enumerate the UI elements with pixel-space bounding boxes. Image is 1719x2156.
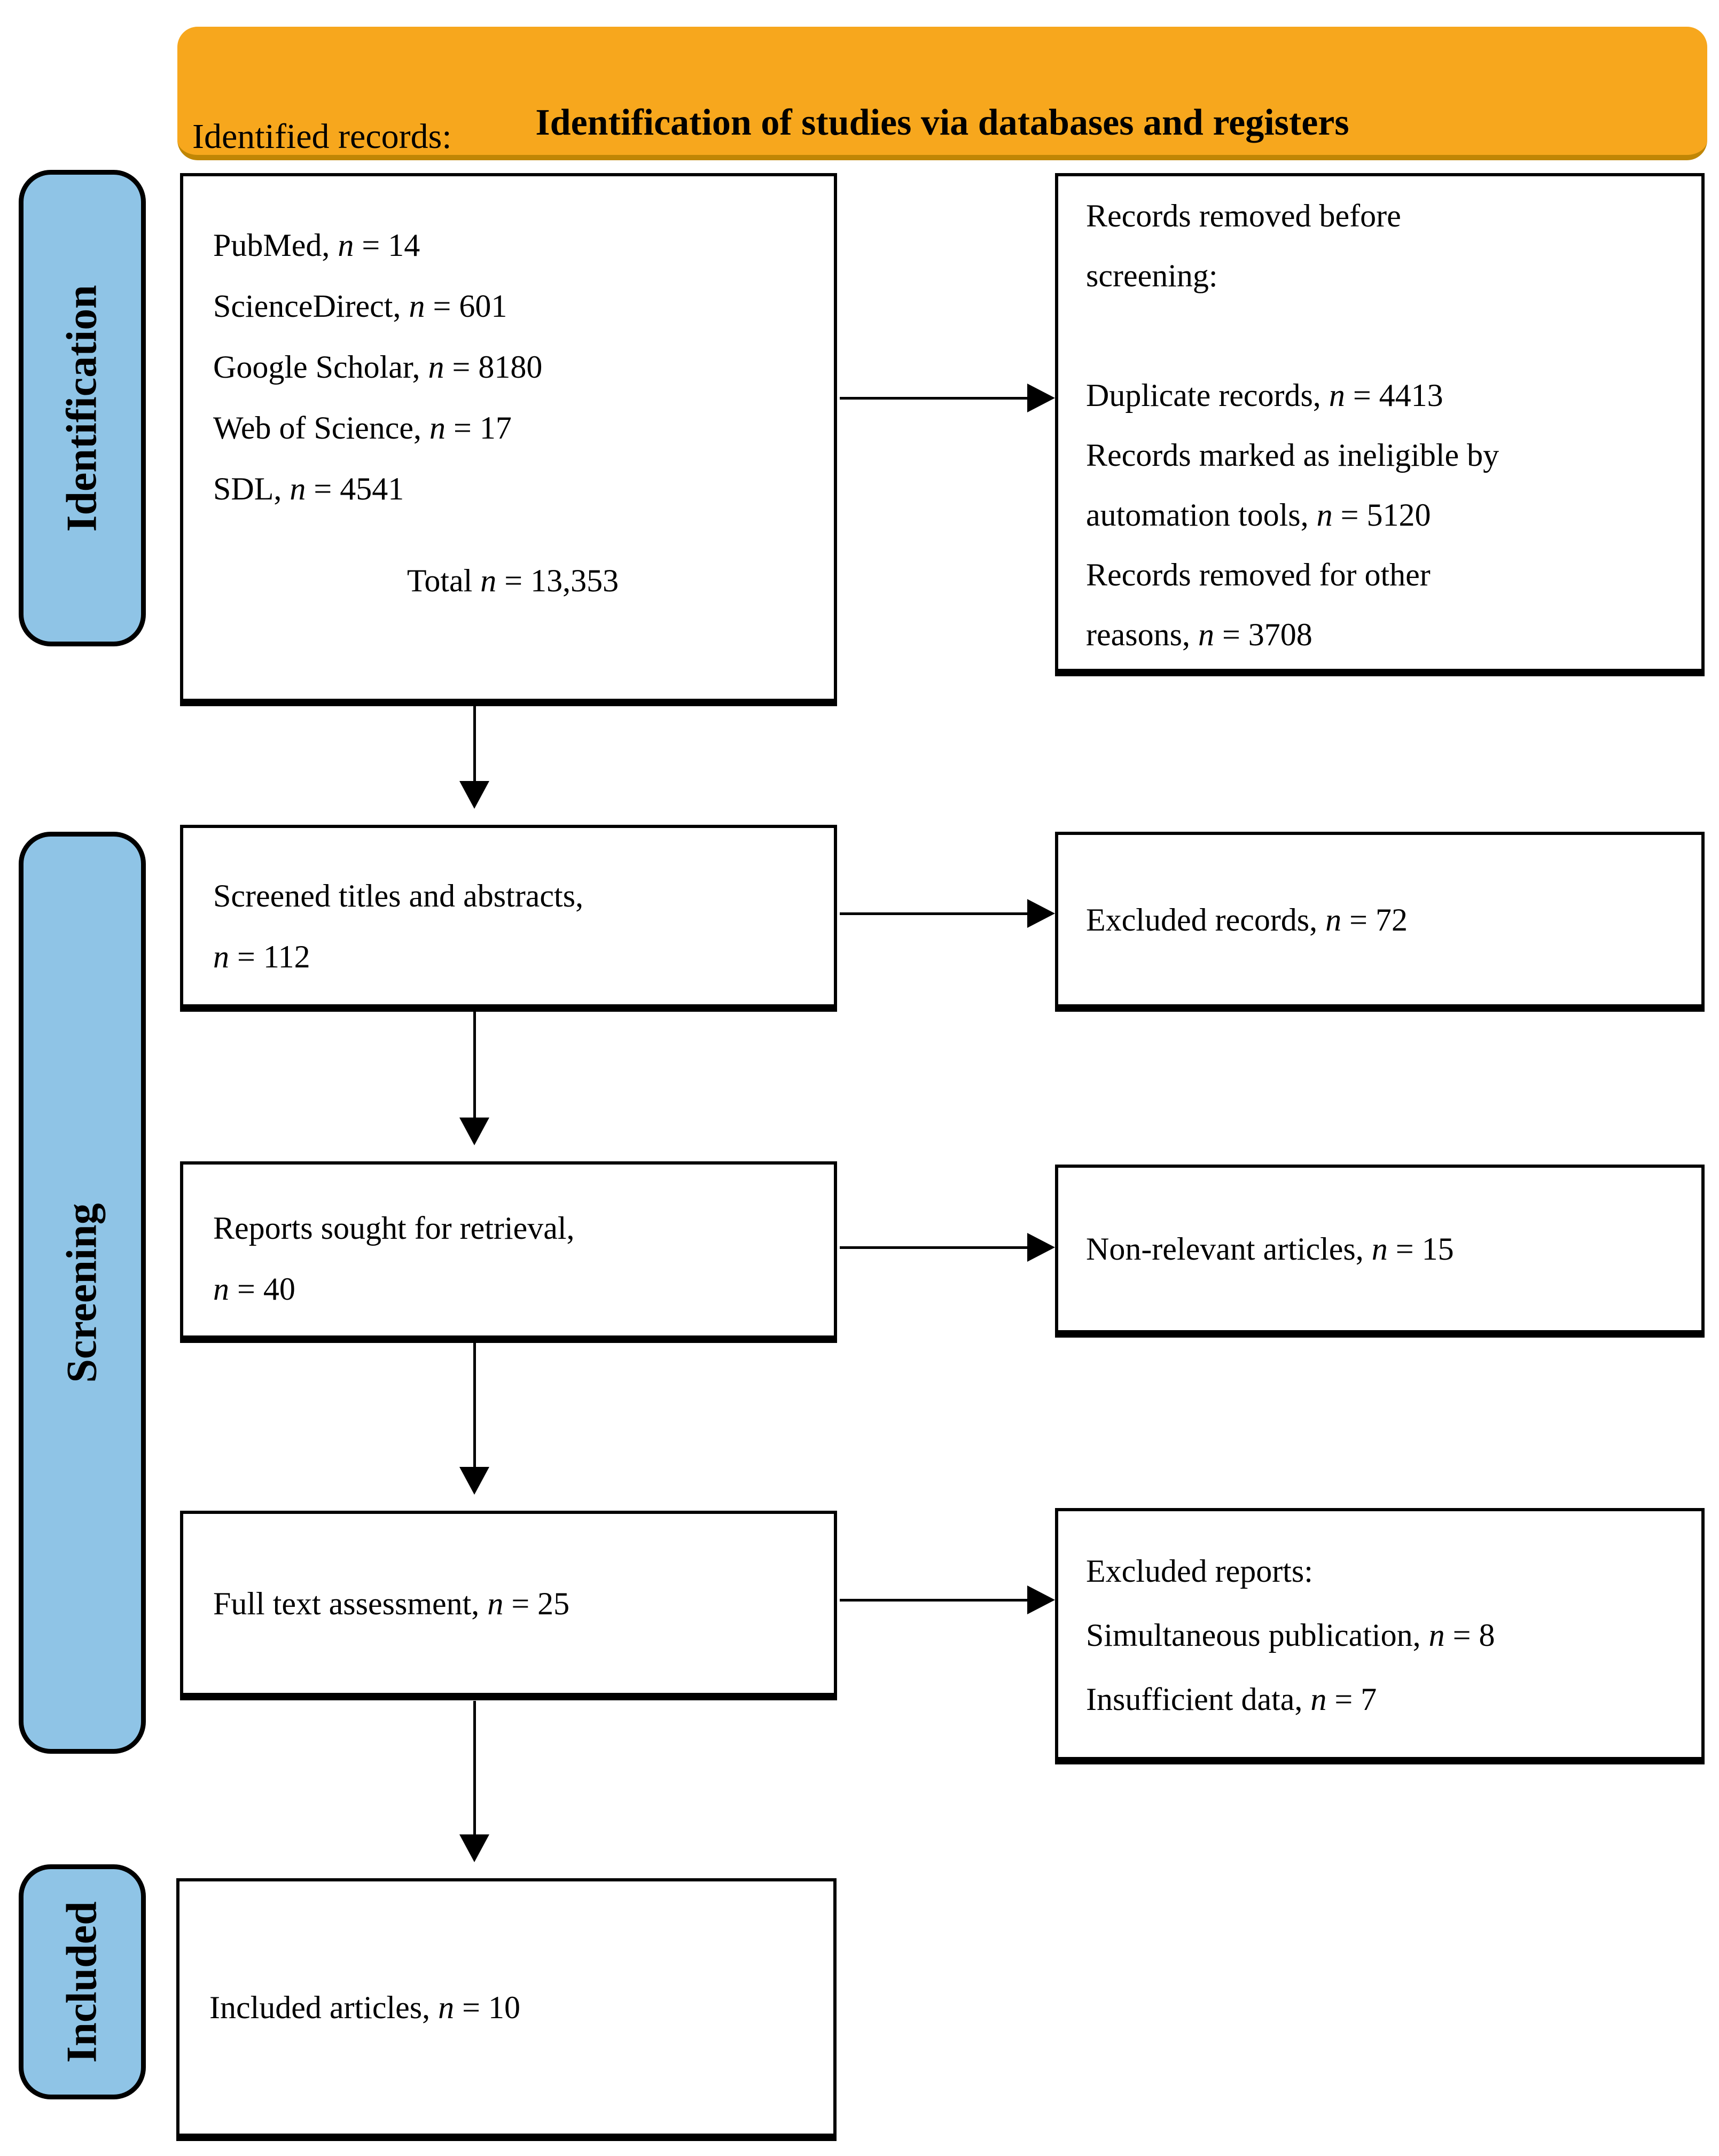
text-line: Included articles, n = 10 — [209, 1990, 520, 2025]
arrow-head-right-icon — [1027, 1233, 1055, 1262]
text-line: Insufficient data, n = 7 — [1086, 1682, 1377, 1717]
arrow-retrieval-to-fulltext — [459, 1343, 490, 1495]
arrow-shaft — [473, 706, 476, 781]
stage-label-text: Screening — [58, 1202, 106, 1383]
box-records-removed: Records removed before screening: Duplic… — [1055, 173, 1705, 676]
text-line: Excluded records, n = 72 — [1086, 902, 1408, 938]
arrow-shaft — [840, 396, 1027, 400]
text-line: Non-relevant articles, n = 15 — [1086, 1231, 1454, 1267]
text-line: automation tools, n = 5120 — [1086, 497, 1431, 533]
total-line: Total n = 13,353 — [407, 563, 619, 598]
box-screened: Screened titles and abstracts, n = 112 — [180, 825, 837, 1012]
text-line: Records removed for other — [1086, 557, 1431, 592]
arrow-shaft — [473, 1343, 476, 1467]
text-line: Full text assessment, n = 25 — [213, 1585, 570, 1621]
text-line: Records marked as ineligible by — [1086, 438, 1499, 473]
arrow-head-right-icon — [1027, 899, 1055, 928]
box-excluded-records: Excluded records, n = 72 — [1055, 832, 1705, 1012]
box-excluded-reports: Excluded reports: Simultaneous publicati… — [1055, 1508, 1705, 1764]
text-line: Duplicate records, n = 4413 — [1086, 378, 1443, 413]
text-line: Google Scholar, n = 8180 — [213, 349, 543, 385]
arrow-head-right-icon — [1027, 384, 1055, 412]
arrow-fulltext-to-excludedreports — [840, 1585, 1055, 1615]
arrow-shaft — [840, 1246, 1027, 1249]
identified-records-label: Identified records: — [192, 117, 452, 156]
arrow-head-right-icon — [1027, 1585, 1055, 1614]
text-line — [1086, 306, 1685, 365]
box-identified-records: PubMed, n = 14 ScienceDirect, n = 601 Go… — [180, 173, 837, 706]
banner-title: Identification of studies via databases … — [535, 102, 1349, 143]
text-line: SDL, n = 4541 — [213, 471, 404, 506]
arrow-head-down-icon — [459, 1118, 489, 1145]
arrow-shaft — [473, 1012, 476, 1118]
arrow-shaft — [473, 1701, 476, 1834]
arrow-retrieval-to-nonrelevant — [840, 1232, 1055, 1262]
arrow-shaft — [840, 1598, 1027, 1602]
arrow-head-down-icon — [459, 781, 489, 809]
text-line: Records removed before — [1086, 198, 1401, 233]
arrow-head-down-icon — [459, 1467, 489, 1495]
box-reports-sought: Reports sought for retrieval, n = 40 — [180, 1161, 837, 1343]
text-line: reasons, n = 3708 — [1086, 617, 1312, 652]
text-line: n = 40 — [213, 1271, 295, 1307]
arrow-shaft — [840, 912, 1027, 915]
arrow-fulltext-to-included — [459, 1701, 490, 1862]
arrow-screened-to-retrieval — [459, 1012, 490, 1145]
box-full-text-assessment: Full text assessment, n = 25 — [180, 1511, 837, 1700]
text-line: screening: — [1086, 258, 1218, 293]
text-line: Screened titles and abstracts, — [213, 878, 584, 913]
stage-label-identification: Identification — [19, 170, 146, 646]
text-line: n = 112 — [213, 939, 310, 974]
arrow-identified-to-removed — [840, 383, 1055, 413]
text-line: PubMed, n = 14 — [213, 228, 420, 263]
arrow-head-down-icon — [459, 1834, 489, 1862]
text-line: Reports sought for retrieval, — [213, 1210, 575, 1246]
stage-label-text: Identification — [58, 284, 106, 532]
text-line: Web of Science, n = 17 — [213, 410, 512, 446]
arrow-screened-to-excluded — [840, 899, 1055, 928]
text-line: ScienceDirect, n = 601 — [213, 288, 507, 324]
text-line: Excluded reports: — [1086, 1553, 1313, 1589]
box-included-articles: Included articles, n = 10 — [176, 1878, 837, 2141]
stage-label-text: Included — [58, 1901, 106, 2063]
stage-label-included: Included — [19, 1864, 146, 2099]
box-non-relevant: Non-relevant articles, n = 15 — [1055, 1165, 1705, 1338]
banner: Identification of studies via databases … — [177, 27, 1707, 160]
stage-label-screening: Screening — [19, 832, 146, 1754]
arrow-identified-to-screened — [459, 706, 490, 809]
text-line: Simultaneous publication, n = 8 — [1086, 1618, 1495, 1653]
